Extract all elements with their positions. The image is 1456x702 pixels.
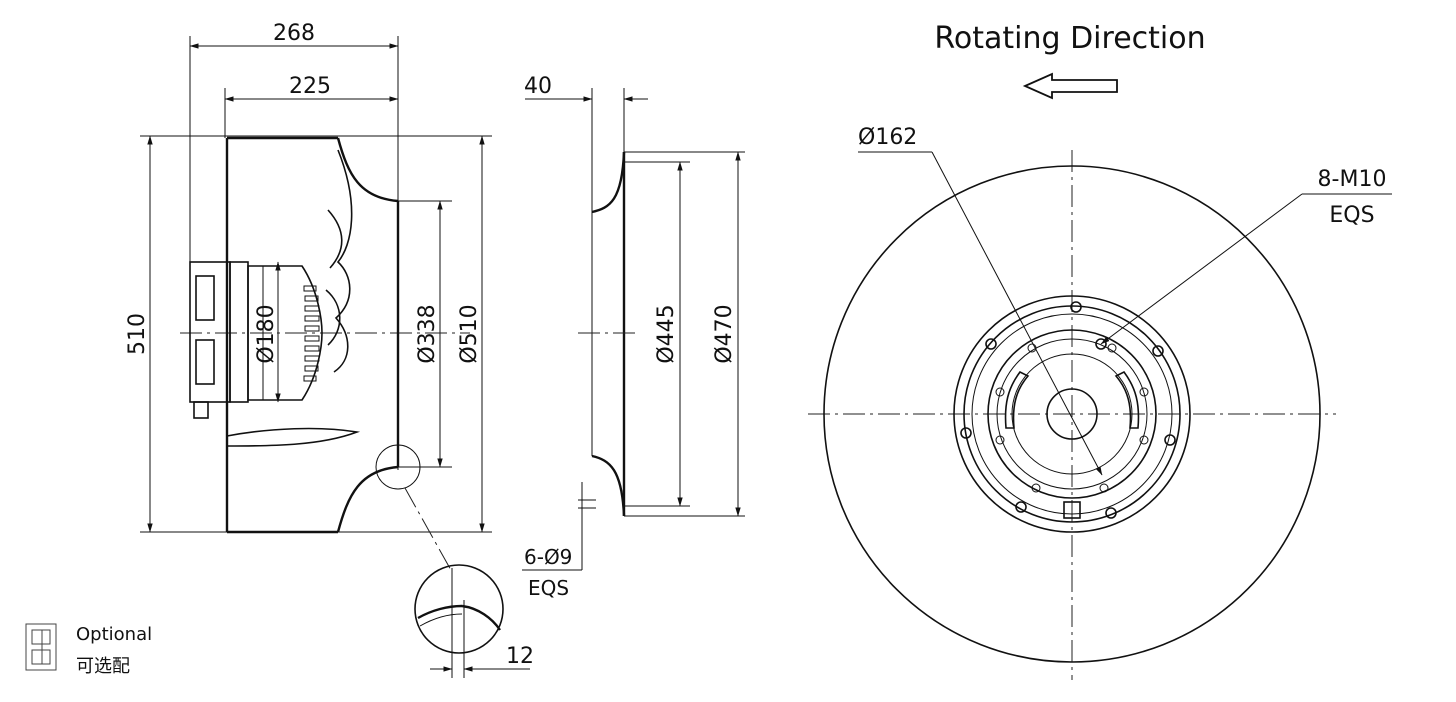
legend-optional-zh: 可选配: [76, 656, 130, 677]
detail-view: 12: [414, 564, 534, 678]
dim-outer-dia-label: Ø510: [457, 304, 482, 363]
dim-510-height-label: 510: [125, 313, 150, 355]
impeller-outline: [189, 136, 400, 534]
impeller-outer-circle: [823, 165, 1321, 663]
dim-bolt-circle-label: Ø445: [654, 304, 679, 363]
rotating-direction-title: Rotating Direction: [934, 21, 1205, 56]
motor-fins: [303, 285, 320, 382]
dim-inlet-dia-label: Ø338: [415, 304, 440, 363]
optional-part-icon: [25, 623, 57, 671]
rotation-arrow-icon: [1022, 72, 1118, 100]
threads-spec-line2: EQS: [1329, 203, 1374, 228]
shaft-bore: [1046, 388, 1098, 440]
detail-callout-circle: [375, 444, 421, 490]
dim-268-label: 268: [273, 21, 315, 46]
hub-dia-label: Ø162: [858, 125, 917, 150]
legend-optional-en: Optional: [76, 624, 152, 645]
side-view: 268 225 510 Ø180 Ø338 Ø510: [125, 21, 492, 573]
dim-225-label: 225: [289, 74, 331, 99]
holes-spec-line1: 6-Ø9: [524, 545, 572, 569]
dim-ring-thickness-label: 40: [524, 74, 552, 99]
inlet-ring-view: 40 Ø445 Ø470 6-Ø9 EQS: [522, 74, 745, 600]
detail-gap-label: 12: [506, 644, 534, 669]
dim-motor-dia-label: Ø180: [254, 304, 279, 363]
dim-ring-dia-label: Ø470: [712, 304, 737, 363]
front-view: Rotating Direction: [808, 21, 1392, 680]
holes-spec-line2: EQS: [528, 576, 569, 600]
inner-mount-holes: [995, 343, 1149, 493]
threads-spec-line1: 8-M10: [1318, 167, 1387, 192]
legend: Optional 可选配: [25, 623, 152, 677]
